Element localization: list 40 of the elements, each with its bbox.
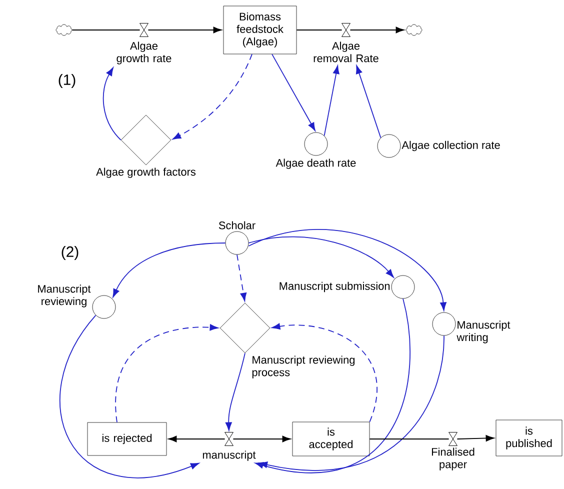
stock-box: is accepted <box>292 422 370 456</box>
node-label: Manuscript reviewing <box>38 284 91 308</box>
cloud-symbol <box>56 24 72 36</box>
connector-arrow <box>272 54 316 132</box>
node-label: Manuscript reviewing process <box>252 356 355 378</box>
flow-arrow <box>456 435 494 442</box>
node-label: Scholar <box>218 221 256 230</box>
cloud-symbol <box>406 24 422 36</box>
node-label: Manuscript submission <box>280 282 390 292</box>
node-label: Algae death rate <box>276 158 356 169</box>
node-label: Algae collection rate <box>402 140 500 152</box>
node-label: Manuscript writing <box>456 320 510 344</box>
connector-arrow <box>225 352 246 431</box>
connector-arrow <box>248 229 446 311</box>
connector-arrow <box>254 298 410 473</box>
flow-arrow <box>232 436 291 442</box>
connector-arrow <box>248 236 394 278</box>
connector-arrow <box>115 324 218 423</box>
panel-number: (1) <box>58 74 76 88</box>
connector-arrow <box>236 254 247 302</box>
connector-arrow <box>172 54 252 140</box>
connector-arrow <box>272 323 378 422</box>
flow-arrow <box>350 26 404 34</box>
flow-arrow <box>148 26 222 34</box>
stock-box: Biomass feedstock (Algae) <box>223 6 297 54</box>
connector-arrow <box>258 335 444 471</box>
node-label: Finalised paper <box>432 448 474 470</box>
connector-arrow <box>324 65 340 136</box>
node-label: Algae growth rate <box>116 42 172 64</box>
node-label: manuscript <box>202 450 256 461</box>
stock-box: is published <box>496 420 562 456</box>
connector-arrow <box>112 242 226 298</box>
connector-arrow <box>59 314 200 478</box>
node-label: Algae growth factors <box>96 168 196 178</box>
panel-number: (2) <box>62 246 78 260</box>
connector-arrow <box>356 65 382 138</box>
connector-arrow <box>102 67 122 140</box>
stock-box: is rejected <box>87 422 167 456</box>
flow-arrow <box>168 436 226 442</box>
node-label: Algae removal Rate <box>314 42 378 62</box>
